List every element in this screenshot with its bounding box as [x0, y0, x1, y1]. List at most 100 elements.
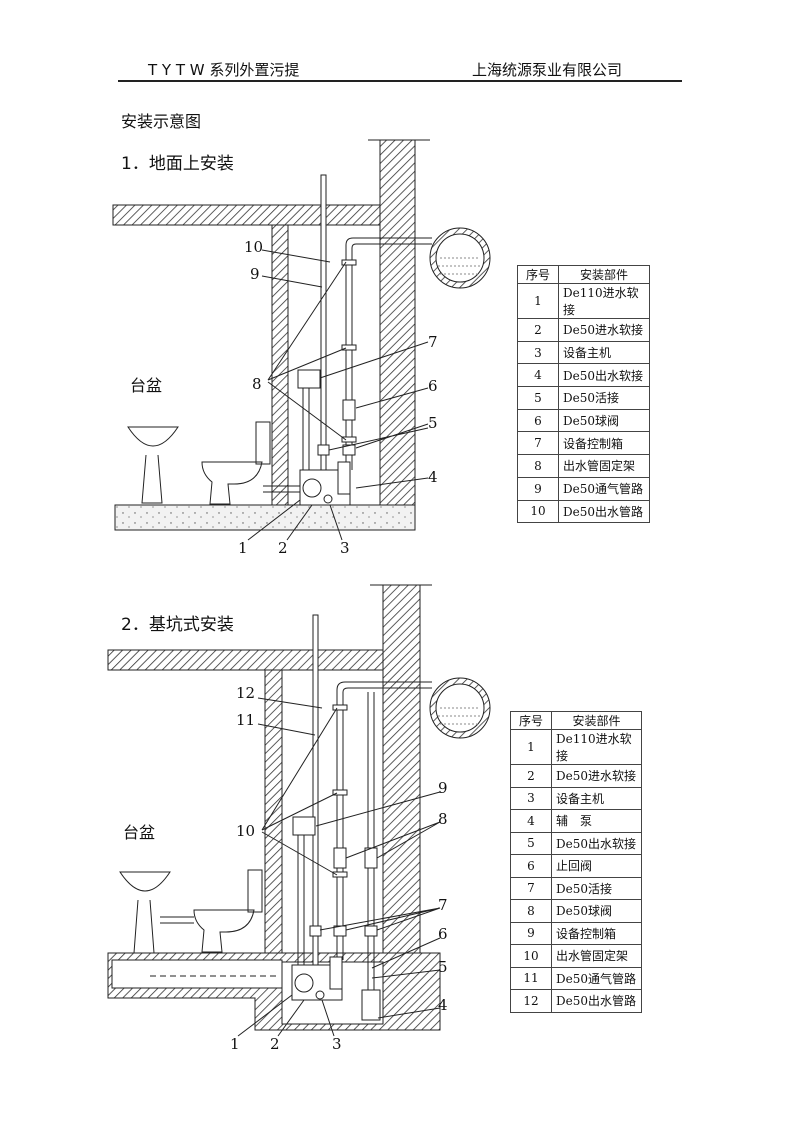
- callout-5: 5: [428, 414, 438, 432]
- part-number-cell: 9: [517, 476, 559, 501]
- toilet: [193, 869, 263, 953]
- vent-pipe: [312, 614, 319, 966]
- ball-valve: [342, 399, 356, 421]
- part-number-cell: 8: [510, 899, 552, 923]
- part-name-cell: De50出水管路: [558, 499, 650, 524]
- part-number-cell: 1: [517, 283, 559, 319]
- callout-7: 7: [428, 333, 438, 351]
- part-number-cell: 10: [510, 944, 552, 968]
- part-name-cell: 设备控制箱: [558, 431, 650, 456]
- basin-label: 台盆: [130, 376, 162, 395]
- diagram2-callouts: 12 11 10 9 8 7 6 5 4 1 2 3 台盆: [123, 684, 448, 1053]
- callout-9: 9: [250, 265, 260, 283]
- control-box: [292, 816, 316, 836]
- callout-3: 3: [340, 539, 350, 557]
- callout-5: 5: [438, 958, 448, 976]
- part-name-cell: 止回阀: [551, 854, 642, 878]
- column-header-part: 安装部件: [558, 265, 650, 284]
- diagram2-title: 2．基坑式安装: [121, 615, 234, 635]
- callout-6: 6: [438, 925, 448, 943]
- part-name-cell: De50出水管路: [551, 989, 642, 1013]
- control-box: [297, 369, 321, 389]
- diagram1-drawing: [112, 139, 491, 541]
- part-name-cell: De50进水软接: [558, 318, 650, 342]
- part-number-cell: 11: [510, 966, 552, 990]
- part-number-cell: 3: [517, 340, 559, 365]
- header-company-name: 上海统源泵业有限公司: [472, 61, 623, 79]
- part-number-cell: 1: [510, 729, 552, 765]
- diagram1-callouts: 10 9 8 7 6 5 4 1 2 3 台盆: [130, 238, 438, 557]
- callout-7: 7: [438, 896, 448, 914]
- part-number-cell: 4: [510, 809, 552, 833]
- callout-9: 9: [438, 779, 448, 797]
- ceiling-slab: [107, 649, 421, 671]
- part-number-cell: 6: [510, 854, 552, 878]
- sink: [119, 871, 171, 954]
- callout-6: 6: [428, 377, 438, 395]
- vent-pipe: [320, 174, 327, 476]
- part-number-cell: 7: [517, 431, 559, 456]
- part-name-cell: De50进水软接: [551, 764, 642, 788]
- discharge-pipe: [336, 681, 432, 1020]
- callout-10: 10: [236, 822, 255, 840]
- part-number-cell: 5: [517, 386, 559, 410]
- part-name-cell: De110进水软接: [558, 283, 650, 319]
- callout-11: 11: [236, 711, 255, 729]
- part-name-cell: 设备控制箱: [551, 921, 642, 945]
- ceiling-slab: [112, 204, 416, 226]
- part-name-cell: De50活接: [551, 876, 642, 900]
- part-name-cell: De50活接: [558, 386, 650, 410]
- callout-4: 4: [428, 468, 438, 486]
- part-name-cell: De50通气管路: [551, 966, 642, 990]
- toilet: [201, 421, 271, 505]
- building-wall: [379, 139, 416, 506]
- column-header-part: 安装部件: [551, 711, 642, 730]
- diagram1-title: 1．地面上安装: [121, 154, 234, 174]
- part-number-cell: 5: [510, 831, 552, 855]
- column-header-number: 序号: [517, 265, 559, 284]
- callout-1: 1: [230, 1035, 240, 1053]
- part-number-cell: 3: [510, 786, 552, 810]
- part-number-cell: 12: [510, 989, 552, 1013]
- part-name-cell: De50出水软接: [551, 831, 642, 855]
- part-name-cell: De50出水软接: [558, 363, 650, 388]
- part-number-cell: 8: [517, 454, 559, 478]
- part-name-cell: 出水管固定架: [551, 944, 642, 968]
- sink: [127, 426, 179, 504]
- part-name-cell: 设备主机: [551, 786, 642, 810]
- partition-wall: [271, 224, 289, 508]
- basin-label: 台盆: [123, 823, 155, 842]
- part-name-cell: 辅 泵: [551, 809, 642, 833]
- header-rule: [118, 80, 682, 82]
- part-number-cell: 10: [517, 499, 559, 524]
- callout-2: 2: [270, 1035, 280, 1053]
- callout-2: 2: [278, 539, 288, 557]
- part-number-cell: 6: [517, 408, 559, 433]
- auxiliary-pump: [361, 989, 381, 1021]
- callout-8: 8: [438, 810, 448, 828]
- column-header-number: 序号: [510, 711, 552, 730]
